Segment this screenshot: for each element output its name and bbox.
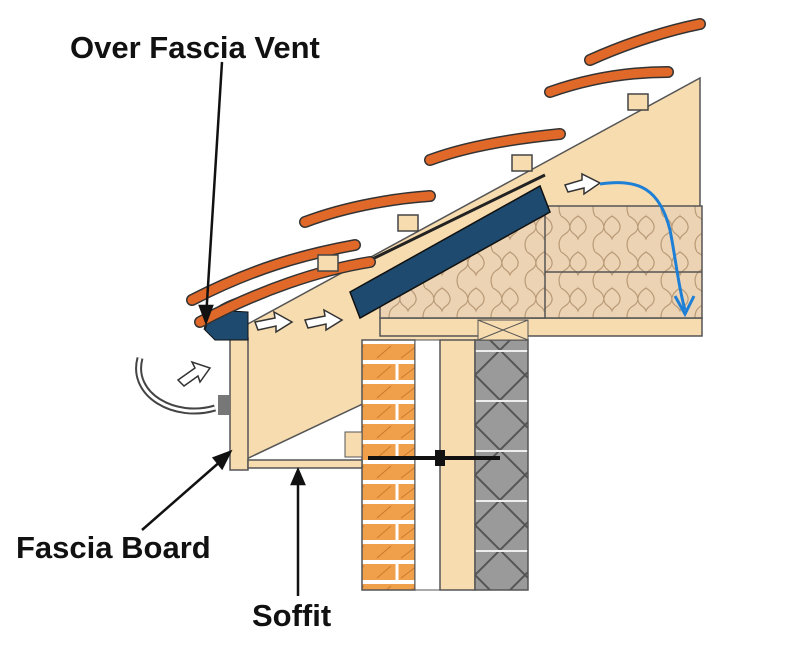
vent-leader-arrowhead [198,304,214,326]
wall-tie-drip [435,450,445,466]
vent-leader-line [204,61,224,319]
roof-tiles [187,19,705,327]
loft-insulation [529,205,703,319]
gutter-inner [137,357,216,413]
fascia-board-label: Fascia Board [16,530,211,565]
ceiling-joist [379,317,703,337]
over-fascia-vent-label: Over Fascia Vent [70,30,320,65]
soffit-shape [247,459,363,469]
fascia-leader-arrowhead [211,449,233,471]
soffit-leader-arrowhead [290,466,306,486]
soffit-bearer [344,431,363,458]
warm-air-arrowhead [673,295,696,318]
fascia-board-shape [229,337,249,471]
inner-leaf [439,339,476,591]
warm-air-arrow [599,181,687,311]
brick-outer-leaf [361,339,416,591]
block-inner-leaf [474,339,529,591]
airflow-arrows [176,172,602,387]
eaves-vent-tray [349,184,551,320]
fascia-leader-line [141,459,223,531]
gutter-bracket [218,395,230,415]
wall-plate-cross [477,319,529,341]
battens [317,93,649,272]
soffit-label: Soffit [252,598,332,633]
